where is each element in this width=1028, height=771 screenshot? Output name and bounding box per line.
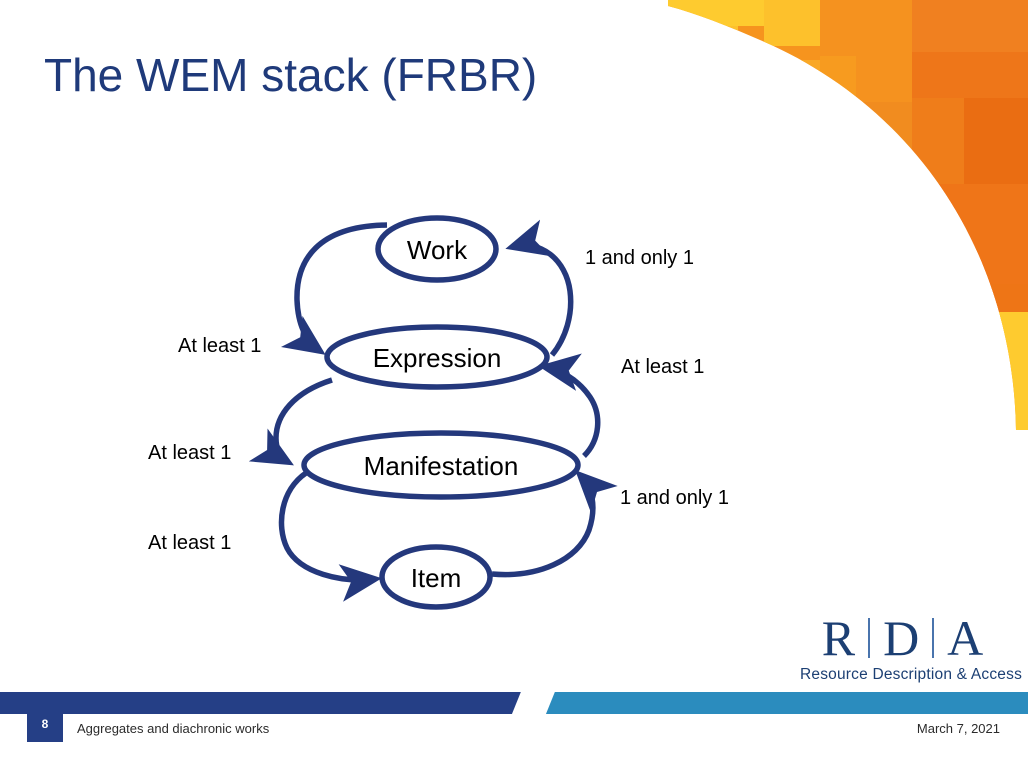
page-number-badge: 8 (27, 706, 63, 742)
edge-manifestation-to-item (278, 470, 382, 602)
footer-bar-navy-segment (0, 692, 540, 714)
diagram-svg (248, 215, 618, 610)
rda-logo-tagline: Resource Description & Access (800, 666, 1023, 683)
node-ellipse-manifestation[interactable] (301, 430, 581, 500)
node-ellipse-item[interactable] (379, 544, 493, 610)
wem-stack-diagram: Work Expression Manifestation Item 1 and… (148, 215, 729, 610)
edge-item-to-manifestation (491, 470, 618, 578)
node-label-manifestation: Manifestation (363, 451, 519, 481)
rda-logo: R D A Resource Description & Access (800, 612, 1023, 688)
rda-divider-2 (932, 618, 935, 658)
footer-bar (0, 690, 1028, 718)
node-label-item: Item (410, 563, 462, 593)
edge-expression-to-manifestation (248, 377, 333, 466)
rda-letter-a: A (947, 610, 984, 666)
node-label-work: Work (406, 235, 468, 265)
cardinality-label-work-from-expression: 1 and only 1 (585, 247, 694, 269)
cardinality-label-manifestation-from-item: 1 and only 1 (620, 487, 729, 509)
rda-letter-r: R (821, 610, 856, 666)
edge-expression-to-work (505, 219, 574, 357)
cardinality-label-expression-from-manifestation: At least 1 (621, 356, 705, 378)
cardinality-label-expression-from-work: At least 1 (178, 335, 262, 357)
footer-bar-teal-segment (540, 692, 1028, 714)
footer-date-text: March 7, 2021 (916, 721, 1000, 736)
page-title: The WEM stack (FRBR) (44, 49, 538, 101)
rda-logo-letters: R D A (800, 612, 1005, 664)
rda-letter-d: D (883, 610, 920, 666)
cardinality-label-manifestation-from-expression: At least 1 (148, 442, 232, 464)
cardinality-label-item-from-manifestation: At least 1 (148, 532, 232, 554)
edge-manifestation-to-expression (538, 353, 601, 458)
node-label-expression: Expression (372, 343, 502, 373)
node-ellipse-work[interactable] (375, 215, 499, 283)
footer-subject-text: Aggregates and diachronic works (77, 721, 270, 736)
edge-work-to-expression (280, 222, 388, 355)
node-ellipse-expression[interactable] (324, 324, 550, 390)
rda-divider-1 (868, 618, 871, 658)
